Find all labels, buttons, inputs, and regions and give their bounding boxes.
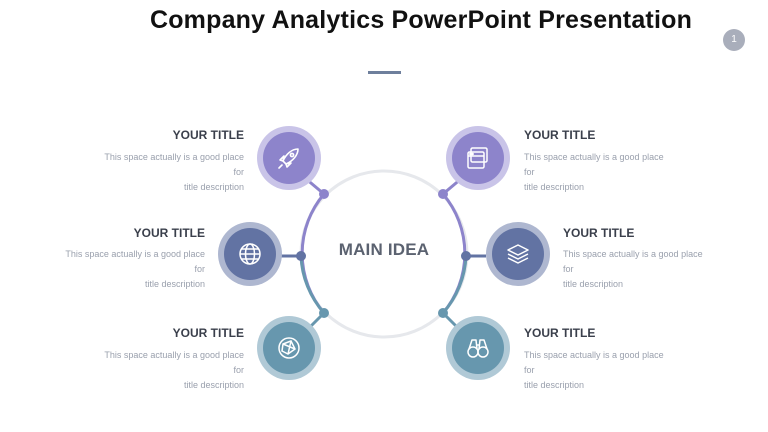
item-3-desc-line1: This space actually is a good place for bbox=[104, 350, 244, 375]
binoculars-icon bbox=[467, 339, 489, 358]
world-network-icon bbox=[278, 337, 300, 359]
item-1-description: This space actually is a good place for … bbox=[94, 150, 244, 195]
globe-icon bbox=[239, 243, 261, 265]
item-6-title: YOUR TITLE bbox=[524, 326, 596, 340]
item-6-description: This space actually is a good place for … bbox=[524, 348, 674, 393]
item-5-desc-line1: This space actually is a good place for bbox=[563, 249, 703, 274]
slide-title: Company Analytics PowerPoint Presentatio… bbox=[149, 6, 693, 34]
node-6 bbox=[446, 316, 510, 380]
page-number-badge: 1 bbox=[723, 29, 745, 51]
node-1 bbox=[257, 126, 321, 190]
item-5-desc-line2: title description bbox=[563, 279, 624, 289]
connector-dot-6 bbox=[438, 308, 448, 318]
item-1-title: YOUR TITLE bbox=[172, 128, 244, 142]
title-divider bbox=[368, 71, 401, 74]
browser-windows-icon bbox=[467, 147, 488, 169]
item-2-description: This space actually is a good place for … bbox=[55, 247, 205, 292]
item-1-desc-line2: title description bbox=[183, 182, 244, 192]
item-1-desc-line1: This space actually is a good place for bbox=[104, 152, 244, 177]
item-2-desc-line2: title description bbox=[144, 279, 205, 289]
item-3-desc-line2: title description bbox=[183, 380, 244, 390]
rocket-icon bbox=[278, 148, 299, 169]
item-2-desc-line1: This space actually is a good place for bbox=[65, 249, 205, 274]
item-4-desc-line1: This space actually is a good place for bbox=[524, 152, 664, 177]
right-arc-bottom bbox=[441, 255, 468, 314]
connector-dot-2 bbox=[296, 251, 306, 261]
connector-dot-1 bbox=[319, 189, 329, 199]
item-5-title: YOUR TITLE bbox=[563, 226, 635, 240]
item-6-desc-line2: title description bbox=[524, 380, 585, 390]
item-4-desc-line2: title description bbox=[524, 182, 585, 192]
node-5 bbox=[486, 222, 550, 286]
left-arc-bottom bbox=[299, 255, 326, 314]
item-5-description: This space actually is a good place for … bbox=[563, 247, 713, 292]
connector-dot-3 bbox=[319, 308, 329, 318]
layers-icon bbox=[507, 244, 529, 264]
item-3-description: This space actually is a good place for … bbox=[94, 348, 244, 393]
connector-dot-4 bbox=[438, 189, 448, 199]
main-idea-label: MAIN IDEA bbox=[338, 240, 430, 259]
item-6-desc-line1: This space actually is a good place for bbox=[524, 350, 664, 375]
item-2-title: YOUR TITLE bbox=[133, 226, 205, 240]
item-4-title: YOUR TITLE bbox=[524, 128, 596, 142]
item-3-title: YOUR TITLE bbox=[172, 326, 244, 340]
node-4 bbox=[446, 126, 510, 190]
connector-dot-5 bbox=[461, 251, 471, 261]
item-4-description: This space actually is a good place for … bbox=[524, 150, 674, 195]
